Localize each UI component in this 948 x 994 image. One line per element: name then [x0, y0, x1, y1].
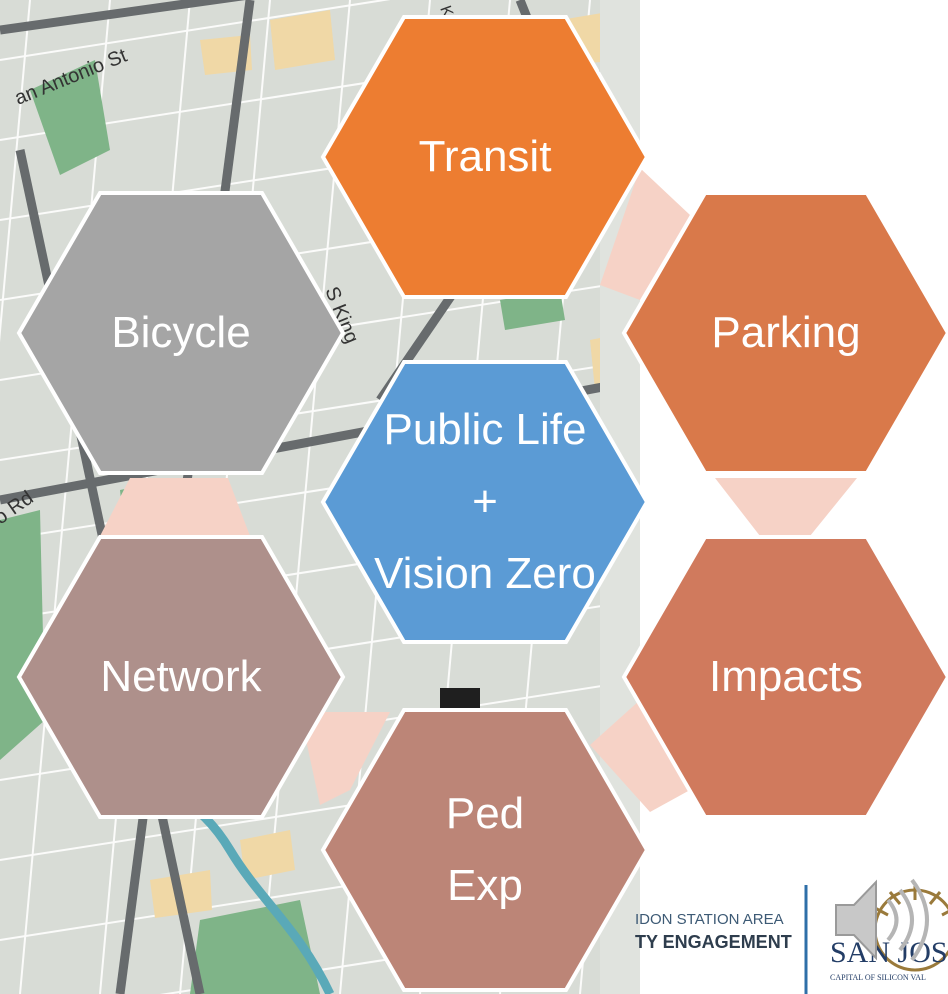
connector-1 — [715, 478, 857, 536]
hexagon-network — [16, 535, 346, 819]
hexagon-parking — [621, 191, 948, 475]
connector-0 — [600, 168, 690, 300]
city-tagline: CAPITAL OF SILICON VAL — [830, 973, 926, 982]
hex-connectors — [100, 168, 857, 812]
hexagon-center — [320, 360, 650, 644]
connector-2 — [100, 478, 250, 536]
engagement-logo-line1: IDON STATION AREA — [635, 911, 784, 928]
speaker-icon[interactable] — [835, 878, 929, 962]
hexagon-bicycle — [16, 191, 346, 475]
engagement-logo-line2: TY ENGAGEMENT — [635, 932, 792, 952]
hexagon-transit — [320, 15, 650, 299]
hexagon-impacts — [621, 535, 948, 819]
connector-3 — [300, 712, 390, 805]
hexagon-ped — [320, 708, 650, 992]
connector-4 — [590, 700, 690, 812]
footer-logos: IDON STATION AREA TY ENGAGEMENT SAN JOS … — [635, 878, 948, 994]
hexagon-group — [16, 15, 948, 992]
city-logo-text: SAN JOS — [830, 936, 948, 969]
